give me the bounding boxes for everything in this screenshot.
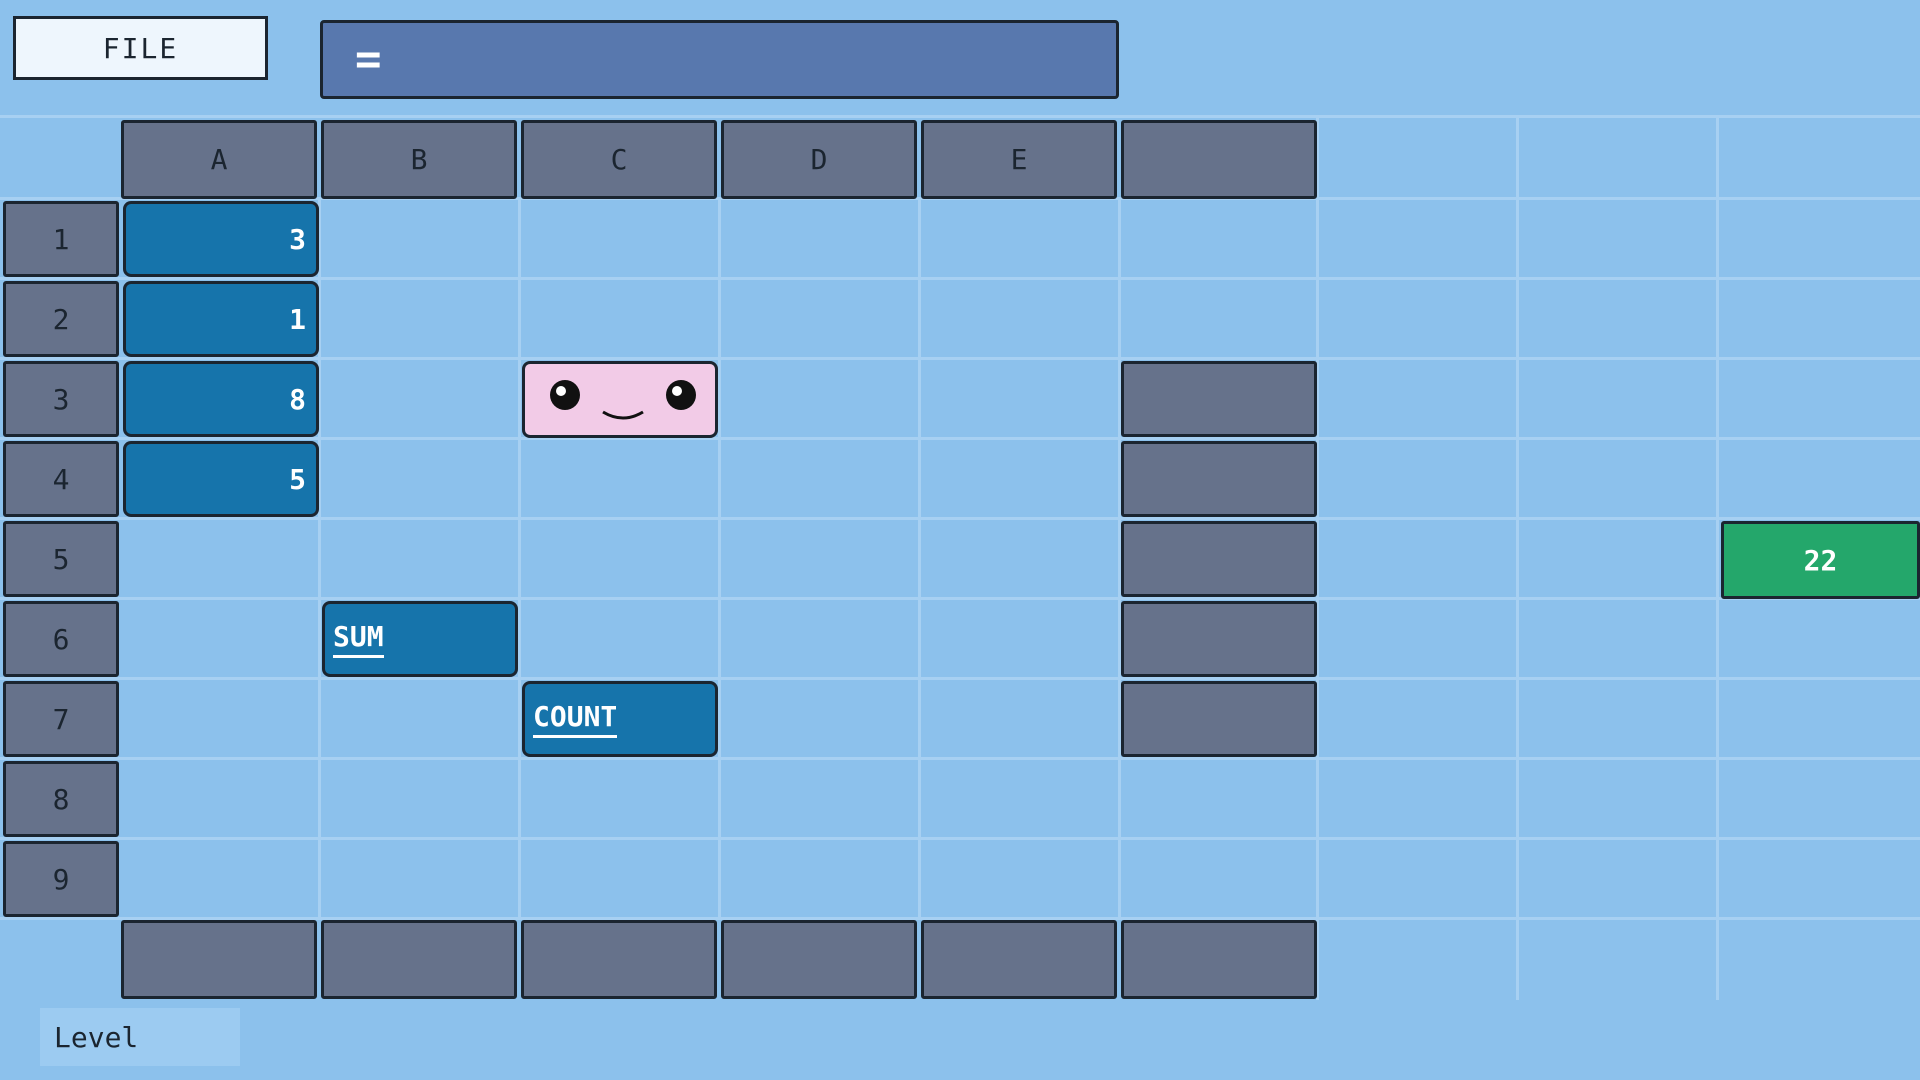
grid-line bbox=[0, 115, 1920, 118]
cell-a2[interactable]: 1 bbox=[123, 281, 319, 357]
grid-line bbox=[918, 199, 921, 919]
count-function-cell[interactable]: COUNT bbox=[522, 681, 718, 757]
result-cell[interactable]: 22 bbox=[1721, 521, 1920, 599]
bottom-slot[interactable] bbox=[521, 920, 717, 999]
level-label: Level bbox=[40, 1008, 240, 1066]
file-button[interactable]: FILE bbox=[13, 16, 268, 80]
grid-line bbox=[1516, 117, 1519, 1000]
grid-line bbox=[718, 199, 721, 919]
bottom-slot[interactable] bbox=[321, 920, 517, 999]
row-header-7: 7 bbox=[3, 681, 119, 757]
grid-line bbox=[0, 597, 1920, 600]
grid-line bbox=[0, 277, 1920, 280]
bottom-slot[interactable] bbox=[121, 920, 317, 999]
grid-line bbox=[318, 199, 321, 919]
sum-function-label: SUM bbox=[333, 620, 384, 658]
input-slot[interactable] bbox=[1121, 361, 1317, 437]
smiley-face-icon bbox=[550, 380, 696, 420]
cell-a1[interactable]: 3 bbox=[123, 201, 319, 277]
grid-line bbox=[0, 757, 1920, 760]
row-header-4: 4 bbox=[3, 441, 119, 517]
bottom-slot[interactable] bbox=[921, 920, 1117, 999]
row-header-3: 3 bbox=[3, 361, 119, 437]
bottom-slot[interactable] bbox=[1121, 920, 1317, 999]
grid-line bbox=[518, 199, 521, 919]
input-slot[interactable] bbox=[1121, 521, 1317, 597]
sum-function-cell[interactable]: SUM bbox=[322, 601, 518, 677]
grid-line bbox=[0, 917, 1920, 920]
row-header-2: 2 bbox=[3, 281, 119, 357]
column-header-a: A bbox=[121, 120, 317, 199]
grid-line bbox=[0, 677, 1920, 680]
grid-line bbox=[1316, 117, 1319, 1000]
column-header-b: B bbox=[321, 120, 517, 199]
column-header-e: E bbox=[921, 120, 1117, 199]
grid-line bbox=[0, 517, 1920, 520]
grid-line bbox=[1118, 199, 1121, 919]
character-face-cell[interactable] bbox=[522, 361, 718, 438]
row-header-6: 6 bbox=[3, 601, 119, 677]
grid-line bbox=[0, 437, 1920, 440]
formula-bar[interactable]: = bbox=[320, 20, 1119, 99]
cell-a3[interactable]: 8 bbox=[123, 361, 319, 437]
column-header-d: D bbox=[721, 120, 917, 199]
grid-line bbox=[1716, 117, 1719, 1000]
grid-line bbox=[0, 837, 1920, 840]
column-header-c: C bbox=[521, 120, 717, 199]
bottom-slot[interactable] bbox=[721, 920, 917, 999]
row-header-1: 1 bbox=[3, 201, 119, 277]
column-header-blank bbox=[1121, 120, 1317, 199]
grid-line bbox=[0, 357, 1920, 360]
input-slot[interactable] bbox=[1121, 441, 1317, 517]
input-slot[interactable] bbox=[1121, 681, 1317, 757]
formula-text: = bbox=[355, 34, 382, 85]
cell-a4[interactable]: 5 bbox=[123, 441, 319, 517]
count-function-label: COUNT bbox=[533, 700, 618, 738]
row-header-8: 8 bbox=[3, 761, 119, 837]
row-header-9: 9 bbox=[3, 841, 119, 917]
row-header-5: 5 bbox=[3, 521, 119, 597]
input-slot[interactable] bbox=[1121, 601, 1317, 677]
